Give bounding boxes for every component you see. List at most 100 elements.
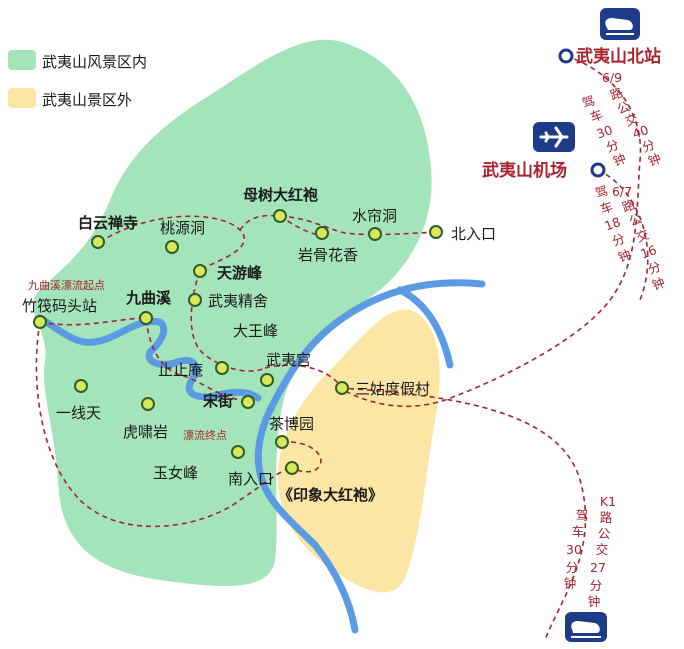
route-text-char: 钟 xyxy=(611,151,628,169)
stop-marker-jiuquxi xyxy=(139,311,153,325)
label-dawang: 大王峰 xyxy=(233,322,278,340)
route-text-char: 分 xyxy=(646,259,663,277)
label-tianyou: 天游峰 xyxy=(217,264,263,282)
route-text-char: 驾 xyxy=(593,183,610,201)
legend-label-inside: 武夷山风景区内 xyxy=(42,53,147,71)
route-text-char: 钟 xyxy=(616,247,633,265)
stops xyxy=(33,209,443,475)
place-labels: 白云禅寺 桃源洞 母树大红袍 水帘洞 北入口 岩骨花香 天游峰 九曲溪漂流起点 … xyxy=(22,186,496,504)
hub-label-airport: 武夷山机场 xyxy=(482,160,567,181)
stop-marker-yangu xyxy=(315,226,329,240)
label-songjie: 宋街 xyxy=(202,392,233,410)
river xyxy=(36,279,486,634)
stop-marker-mushu xyxy=(273,209,287,223)
legend-swatch-outside xyxy=(8,88,36,108)
label-mushu: 母树大红袍 xyxy=(243,186,318,204)
label-taoyuan: 桃源洞 xyxy=(160,219,205,237)
stop-marker-baiyun xyxy=(91,235,105,249)
scenic-area-outside xyxy=(277,309,440,593)
label-baiyun: 白云禅寺 xyxy=(78,214,138,232)
scenic-area-inside xyxy=(33,39,432,586)
route-text-char: 钟 xyxy=(650,275,667,293)
label-jiuqu-start: 九曲溪漂流起点 xyxy=(28,278,105,292)
label-yangu: 岩骨花香 xyxy=(298,246,358,264)
legend-label-outside: 武夷山景区外 xyxy=(42,91,132,109)
label-yinxiang: 《印象大红袍》 xyxy=(278,486,383,504)
stop-marker-songjie xyxy=(241,395,255,409)
route-text-char: 驾 xyxy=(580,93,597,111)
label-zhizhi: 止止庵 xyxy=(158,361,203,379)
label-nanrukou: 南入口 xyxy=(228,470,273,488)
route-text-char: 钟 xyxy=(564,576,577,591)
stop-marker-huxiao xyxy=(141,397,155,411)
hub-south-station xyxy=(565,612,607,642)
stop-marker-sangu xyxy=(335,381,349,395)
stop-marker-beirukou xyxy=(429,225,443,239)
route-text-char: 40 xyxy=(630,122,650,142)
stop-marker-taoyuan xyxy=(165,240,179,254)
label-jiuquxi: 九曲溪 xyxy=(125,289,172,307)
route-text-char: 钟 xyxy=(646,151,663,169)
label-yixiantian: 一线天 xyxy=(56,404,101,422)
route-text-char: 路 xyxy=(608,84,625,103)
stop-marker-dawang xyxy=(260,373,274,387)
hub-north-station: 武夷山北站 xyxy=(558,8,661,67)
route-text-char: 16 xyxy=(638,242,658,262)
route-text-char: 18 xyxy=(602,214,622,234)
route-text-char: 车 xyxy=(572,524,585,539)
label-wuyigong: 武夷宫 xyxy=(266,351,311,369)
label-zhufa: 竹筏码头站 xyxy=(22,297,97,315)
route-text-char: 分 xyxy=(604,137,621,155)
stop-marker-zhufa xyxy=(33,315,47,329)
route-text-char: K1 xyxy=(600,494,616,509)
route-text-char: 6/7 xyxy=(612,184,632,199)
route-text-char: 车 xyxy=(588,107,605,125)
label-piaoliu-end: 漂流终点 xyxy=(183,428,227,442)
label-yunv: 玉女峰 xyxy=(153,464,198,482)
stop-marker-chabo xyxy=(275,435,289,449)
route-text-char: 驾 xyxy=(576,508,589,523)
route-text-char: 30 xyxy=(566,542,582,557)
train-icon-shape xyxy=(605,18,633,30)
route-text-char: 分 xyxy=(610,231,627,249)
route-text-char: 交 xyxy=(634,227,651,245)
stop-marker-tianyou xyxy=(193,264,207,278)
route-text-char: 交 xyxy=(596,542,609,557)
hub-marker-airport xyxy=(590,162,606,178)
route-text-char: 27 xyxy=(590,560,606,575)
hub-label-north-station: 武夷山北站 xyxy=(576,46,661,67)
label-wuyijingshe: 武夷精舍 xyxy=(208,292,268,310)
route-text-char: 公 xyxy=(615,98,632,117)
route-text-char: 分 xyxy=(590,578,603,593)
stop-marker-yixiantian xyxy=(74,379,88,393)
route-text-char: 路 xyxy=(620,196,637,215)
route-text-char: 公 xyxy=(598,526,611,541)
route-text-char: 公 xyxy=(627,210,644,229)
route-text-char: 路 xyxy=(600,510,613,525)
stop-marker-wuyijingshe xyxy=(188,293,202,307)
stop-marker-shuilian xyxy=(368,227,382,241)
route-text-char: 车 xyxy=(598,199,615,217)
legend: 武夷山风景区内 武夷山景区外 xyxy=(8,50,147,109)
hub-airport: 武夷山机场 xyxy=(482,122,606,181)
label-sangu: 三姑度假村 xyxy=(355,380,430,398)
label-shuilian: 水帘洞 xyxy=(352,207,397,225)
stop-marker-yinxiang xyxy=(285,461,299,475)
route-text-char: 分 xyxy=(566,560,579,575)
label-huxiao: 虎啸岩 xyxy=(123,423,168,441)
hub-marker-north xyxy=(558,48,574,64)
label-beirukou: 北入口 xyxy=(451,225,496,243)
route-text-char: 30 xyxy=(594,122,614,142)
route-text-char: 6/9 xyxy=(602,70,622,85)
label-chabo: 茶博园 xyxy=(269,415,314,433)
route-text-char: 钟 xyxy=(588,594,601,609)
stop-marker-yunv xyxy=(231,445,245,459)
stop-marker-zhizhi xyxy=(215,361,229,375)
airplane-icon-shape xyxy=(539,126,569,148)
legend-swatch-inside xyxy=(8,50,36,70)
route-text-char: 交 xyxy=(623,111,640,129)
